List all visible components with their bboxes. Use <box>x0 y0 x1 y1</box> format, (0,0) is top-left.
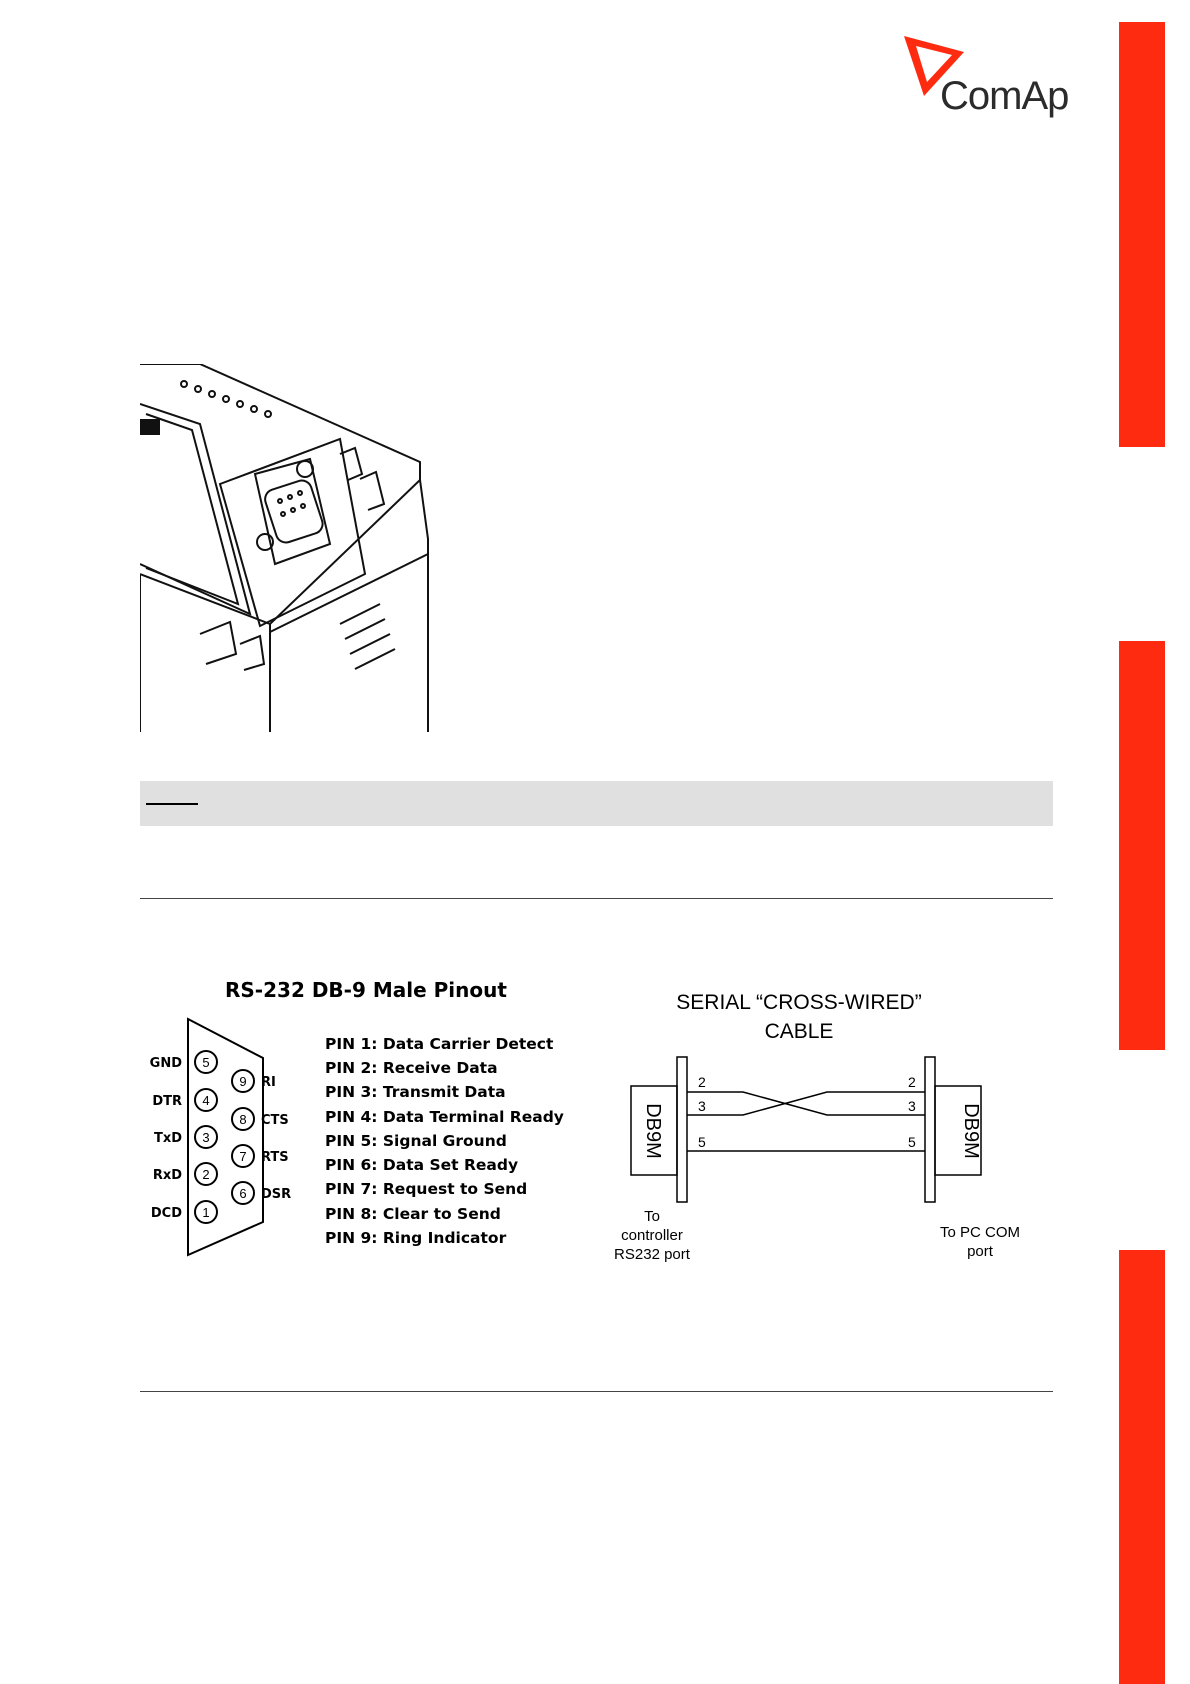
side-tab-middle <box>1119 641 1165 1050</box>
pin-circle-7 <box>231 1144 255 1168</box>
pin-number-9: 9 <box>239 1074 246 1089</box>
signal-label-rxd: RxD <box>153 1168 182 1183</box>
controller-rs232-port-photo <box>139 363 430 732</box>
right-connector-flange <box>924 1056 936 1203</box>
db9-pinout-diagram: RS-232 DB-9 Male Pinout 5 4 3 2 1 9 8 7 … <box>140 970 600 1270</box>
pin-circle-2 <box>194 1162 218 1186</box>
pin-number-8: 8 <box>239 1112 246 1127</box>
pin-description: PIN 1: Data Carrier Detect <box>325 1035 554 1053</box>
comap-logo: ComAp <box>900 32 1090 124</box>
pin-circle-4 <box>194 1088 218 1112</box>
wire-label: 3 <box>698 1098 706 1114</box>
side-tab-bottom <box>1119 1250 1165 1684</box>
pin-number-2: 2 <box>202 1167 209 1182</box>
pinout-title: RS-232 DB-9 Male Pinout <box>225 978 507 1002</box>
right-caption-line: To PC COM <box>940 1224 1020 1241</box>
pin-circle-1 <box>194 1200 218 1224</box>
side-tab-top <box>1119 22 1165 447</box>
left-caption-line: RS232 port <box>614 1246 691 1263</box>
pin-circle-5 <box>194 1050 218 1074</box>
pin-description: PIN 3: Transmit Data <box>325 1083 506 1101</box>
cross-wired-cable-diagram: SERIAL “CROSS-WIRED” CABLE DB9M DB9M 2 3… <box>605 985 1045 1275</box>
left-connector-flange <box>676 1056 688 1203</box>
pin-description: PIN 2: Receive Data <box>325 1059 498 1077</box>
logo-text: ComAp <box>940 74 1069 118</box>
right-connector-label: DB9M <box>960 1103 982 1159</box>
right-connector-box <box>934 1085 982 1176</box>
wire-label: 2 <box>698 1074 706 1090</box>
comap-triangle-icon <box>904 36 964 96</box>
cable-title-line1: SERIAL “CROSS-WIRED” <box>676 991 921 1014</box>
db9-connector-outline <box>187 1017 264 1257</box>
pin-description: PIN 8: Clear to Send <box>325 1205 501 1223</box>
wire-3-to-2 <box>687 1091 925 1116</box>
left-caption-line: controller <box>621 1227 683 1244</box>
cable-title-line2: CABLE <box>765 1020 834 1043</box>
note-underline <box>146 803 198 805</box>
wire-label: 5 <box>698 1134 706 1150</box>
pin-description: PIN 9: Ring Indicator <box>325 1229 507 1247</box>
signal-label-dcd: DCD <box>151 1206 182 1221</box>
pin-circle-3 <box>194 1125 218 1149</box>
divider-top <box>140 898 1053 899</box>
pin-circle-8 <box>231 1107 255 1131</box>
pin-number-6: 6 <box>239 1186 246 1201</box>
pin-number-3: 3 <box>202 1130 209 1145</box>
pin-number-7: 7 <box>239 1149 246 1164</box>
right-caption-line: port <box>967 1243 994 1260</box>
pin-number-5: 5 <box>202 1055 209 1070</box>
pin-description: PIN 5: Signal Ground <box>325 1132 507 1150</box>
pin-circle-6 <box>231 1181 255 1205</box>
signal-label-cts: CTS <box>261 1113 289 1128</box>
wire-label: 2 <box>908 1074 916 1090</box>
signal-label-txd: TxD <box>154 1131 182 1146</box>
pin-number-4: 4 <box>202 1093 209 1108</box>
pin-circle-9 <box>231 1069 255 1093</box>
pin-description: PIN 6: Data Set Ready <box>325 1156 518 1174</box>
signal-label-rts: RTS <box>261 1150 289 1165</box>
pin-number-1: 1 <box>202 1205 209 1220</box>
signal-label-dtr: DTR <box>152 1094 182 1109</box>
note-bar <box>140 781 1053 826</box>
pin-description: PIN 4: Data Terminal Ready <box>325 1108 564 1126</box>
signal-label-ri: RI <box>261 1075 276 1090</box>
signal-label-dsr: DSR <box>261 1187 291 1202</box>
wire-label: 5 <box>908 1134 916 1150</box>
wire-2-to-3 <box>687 1091 925 1116</box>
pin-description: PIN 7: Request to Send <box>325 1180 527 1198</box>
divider-bottom <box>140 1391 1053 1392</box>
wire-label: 3 <box>908 1098 916 1114</box>
left-connector-label: DB9M <box>642 1103 664 1159</box>
signal-label-gnd: GND <box>150 1056 183 1071</box>
left-caption-line: To <box>644 1208 660 1225</box>
